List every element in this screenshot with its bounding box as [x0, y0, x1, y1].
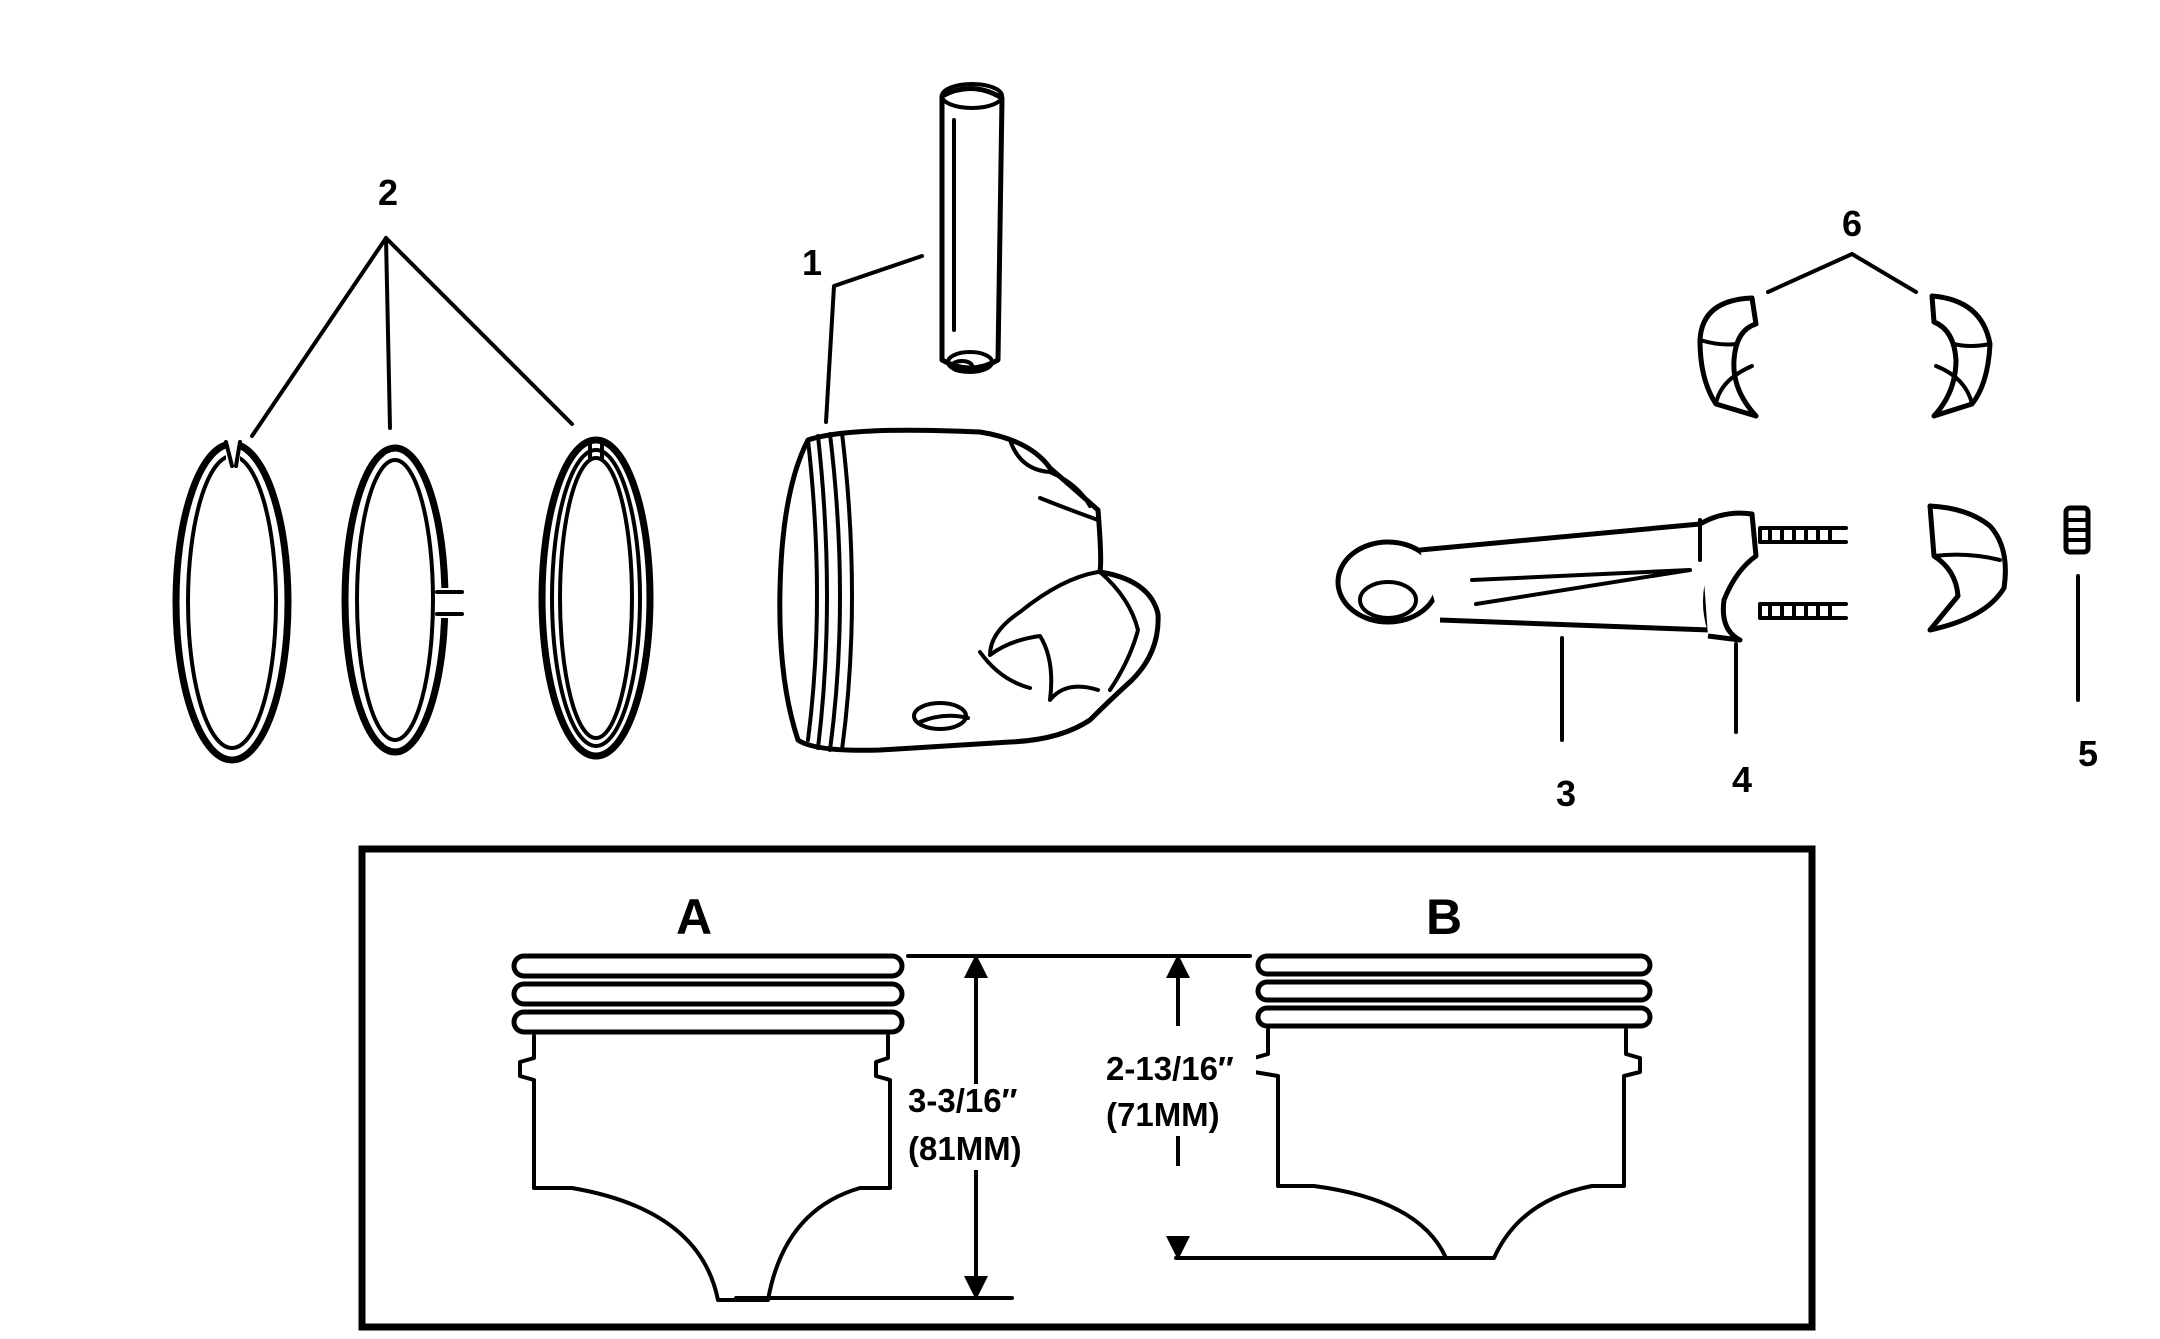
piston-b-profile — [1252, 953, 1653, 1260]
rod-cap — [1927, 503, 2008, 633]
piston-pin — [939, 82, 1005, 374]
piston — [777, 427, 1161, 753]
piston-a-profile — [511, 953, 905, 1302]
connecting-rod — [1335, 510, 1759, 643]
piston-b-label: B — [1426, 889, 1462, 945]
callout-6: 6 — [1842, 203, 1862, 244]
callout-1: 1 — [802, 242, 822, 283]
dimension-b-mm: (71MM) — [1106, 1096, 1220, 1133]
callout-2-leaders — [250, 236, 574, 438]
piston-height-comparison-box: A B 3-3/16″ (81MM) 2-13/16″ (71MM) — [358, 845, 1816, 1331]
callout-leaders-3-4-5 — [1560, 574, 2080, 742]
piston-ring-top — [172, 438, 292, 764]
rod-nut — [2063, 505, 2091, 555]
callout-2: 2 — [378, 172, 398, 213]
piston-a-label: A — [676, 889, 712, 945]
bearing-inserts — [1697, 293, 1993, 419]
callout-1-leader — [824, 254, 924, 424]
piston-rings — [172, 436, 654, 764]
callout-5: 5 — [2078, 733, 2098, 774]
dimension-b-inches: 2-13/16″ — [1106, 1050, 1234, 1087]
dimension-a-mm: (81MM) — [908, 1130, 1022, 1167]
bearing-insert-left — [1697, 295, 1759, 419]
callout-6-leaders — [1766, 252, 1918, 294]
callout-4: 4 — [1732, 759, 1752, 800]
piston-ring-middle — [341, 444, 465, 756]
bearing-insert-right — [1929, 293, 1993, 419]
rod-bolts — [1758, 526, 1848, 620]
piston-ring-oil — [538, 436, 654, 760]
dimension-a-inches: 3-3/16″ — [908, 1082, 1018, 1119]
callout-3: 3 — [1556, 773, 1576, 814]
